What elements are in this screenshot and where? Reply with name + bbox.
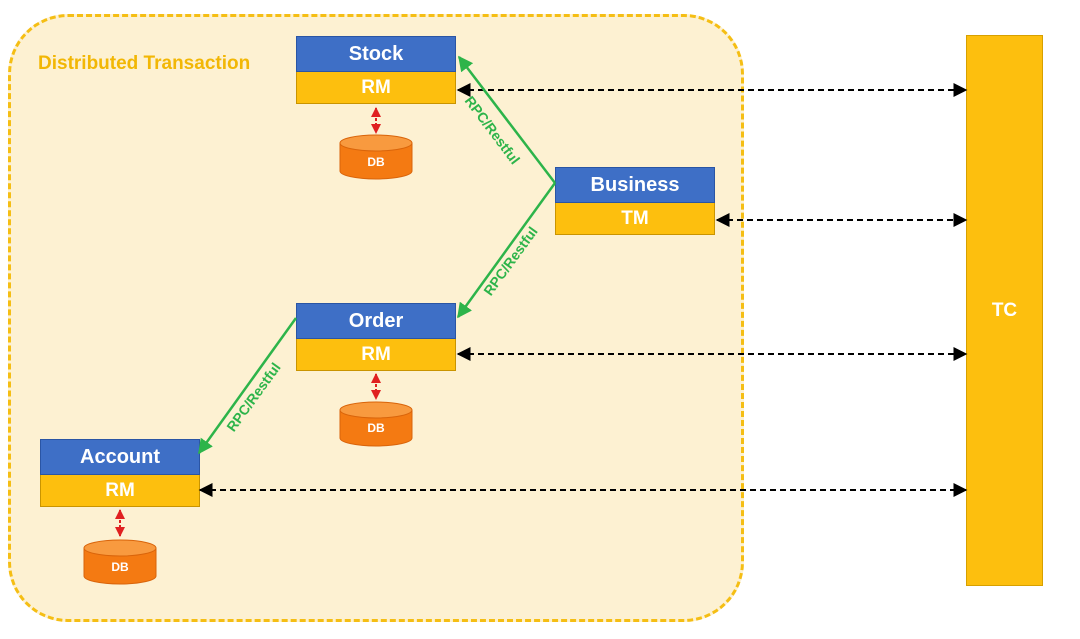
stock-service: Stock RM [296, 36, 456, 104]
order-service-role: RM [296, 339, 456, 371]
account-db-label: DB [111, 560, 129, 574]
order-service-name: Order [296, 303, 456, 339]
order-db-label: DB [367, 421, 385, 435]
stock-service-role: RM [296, 72, 456, 104]
account-db-cylinder: DB [83, 539, 157, 585]
business-stock-rpc-arrow [458, 55, 556, 184]
region-label: Distributed Transaction [38, 53, 251, 74]
account-service: Account RM [40, 439, 200, 507]
account-service-name: Account [40, 439, 200, 475]
order-service: Order RM [296, 303, 456, 371]
stock-db-label: DB [367, 155, 385, 169]
business-service-role: TM [555, 203, 715, 235]
business-service-name: Business [555, 167, 715, 203]
stock-db-cylinder: DB [339, 134, 413, 180]
stock-service-name: Stock [296, 36, 456, 72]
order-db-cylinder: DB [339, 401, 413, 447]
business-service: Business TM [555, 167, 715, 235]
account-service-role: RM [40, 475, 200, 507]
tc-coordinator: TC [966, 35, 1043, 586]
business-order-rpc-arrow [456, 182, 557, 319]
order-account-rpc-arrow [197, 317, 298, 455]
